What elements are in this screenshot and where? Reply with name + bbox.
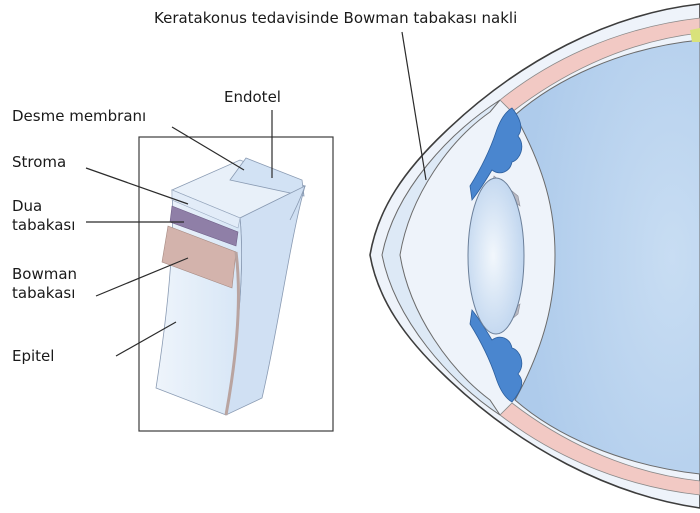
lens bbox=[467, 177, 525, 335]
iris-upper bbox=[469, 107, 523, 201]
label-bowman-line1: Bowman bbox=[12, 265, 78, 283]
bowman-layer bbox=[161, 225, 237, 289]
label-desme-membrani: Desme membranı bbox=[12, 107, 147, 125]
label-epitel: Epitel bbox=[12, 347, 55, 365]
label-dua-line2: tabakası bbox=[12, 216, 76, 234]
vitreous-body bbox=[514, 39, 700, 475]
label-stroma: Stroma bbox=[12, 153, 67, 171]
leader-desme bbox=[171, 126, 245, 171]
label-endotel: Endotel bbox=[224, 88, 281, 106]
stroma-layer bbox=[171, 189, 241, 229]
endothelium-ridge bbox=[229, 157, 305, 197]
leader-bowman bbox=[95, 257, 189, 297]
diagram-title: Keratakonus tedavisinde Bowman tabakası … bbox=[154, 9, 518, 27]
slab-curve-highlight bbox=[224, 251, 240, 416]
eye-cross-section bbox=[369, 3, 700, 509]
label-bowman-tabakasi: Bowman tabakası bbox=[12, 265, 77, 303]
label-dua-tabakasi: Dua tabakası bbox=[12, 197, 75, 235]
leader-epitel bbox=[115, 321, 177, 357]
dua-layer bbox=[169, 205, 239, 247]
retina-edge bbox=[690, 28, 700, 42]
cornea-layers-inset bbox=[138, 136, 334, 432]
cornea bbox=[381, 99, 501, 416]
label-dua-line1: Dua bbox=[12, 197, 43, 215]
slab-outer-curve bbox=[289, 185, 306, 221]
leader-stroma bbox=[85, 167, 189, 205]
sclera-band-lower bbox=[499, 402, 700, 496]
leader-lines bbox=[85, 31, 427, 357]
leader-title bbox=[401, 31, 427, 181]
iris-lower bbox=[469, 309, 523, 403]
label-bowman-line2: tabakası bbox=[12, 284, 76, 302]
